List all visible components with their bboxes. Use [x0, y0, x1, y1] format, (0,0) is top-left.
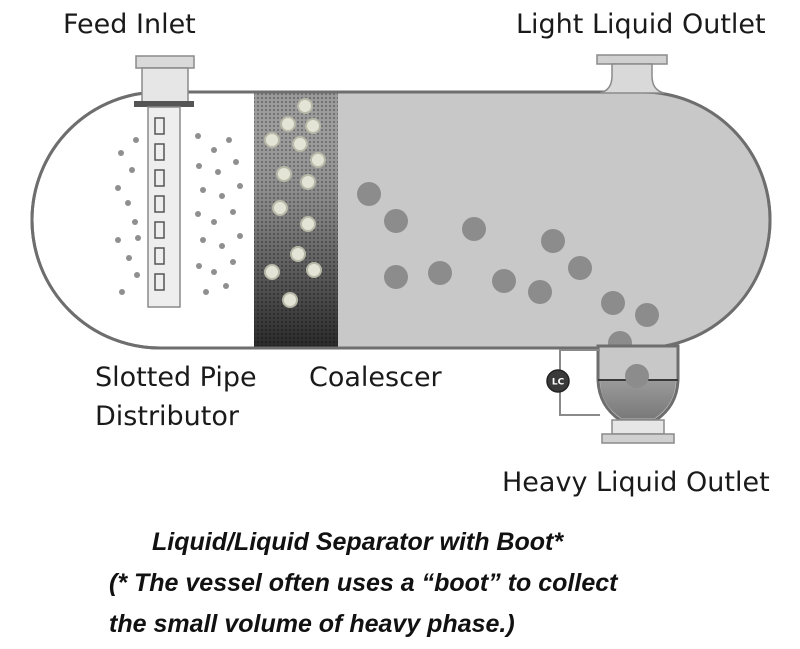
liquid-section — [338, 92, 770, 348]
level-controller: LC — [546, 349, 600, 416]
coalescer-label: Coalescer — [309, 362, 443, 393]
feed-inlet-label: Feed Inlet — [63, 9, 196, 40]
feed-inlet-nozzle — [134, 55, 195, 107]
caption-note-line1: (* The vessel often uses a “boot” to col… — [109, 569, 619, 597]
caption-title: Liquid/Liquid Separator with Boot* — [152, 528, 564, 556]
level-controller-icon — [546, 369, 570, 393]
light-liquid-outlet-nozzle — [596, 54, 668, 94]
heavy-phase-level — [600, 378, 676, 418]
heavy-liquid-outlet-label: Heavy Liquid Outlet — [502, 467, 770, 498]
caption-note-line2: the small volume of heavy phase.) — [109, 610, 515, 638]
dispersed-droplets — [115, 133, 243, 295]
coalescer-droplets — [264, 98, 326, 308]
distributor-label: Distributor — [95, 401, 240, 432]
slotted-pipe-label: Slotted Pipe — [95, 362, 257, 393]
slotted-pipe-distributor — [147, 106, 181, 308]
boot — [596, 344, 680, 444]
light-liquid-outlet-label: Light Liquid Outlet — [516, 9, 766, 40]
vessel — [30, 90, 772, 350]
level-controller-label: LC — [552, 378, 565, 388]
